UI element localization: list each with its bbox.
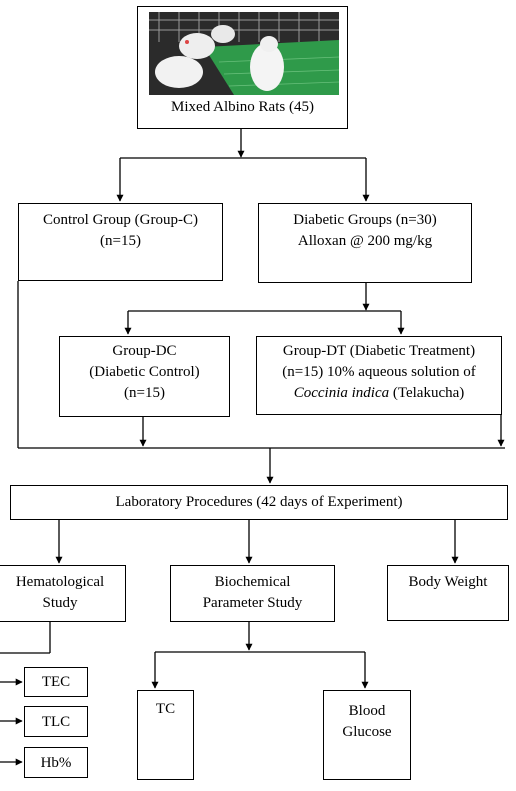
node-tc: TC [137, 690, 194, 780]
node-control-group: Control Group (Group-C) (n=15) [18, 203, 223, 281]
node-tlc: TLC [24, 706, 88, 737]
node-body-weight: Body Weight [387, 565, 509, 621]
node-hb: Hb% [24, 747, 88, 778]
species-name: Coccinia indica [294, 385, 389, 401]
node-hematological-study: Hematological Study [0, 565, 126, 622]
label-mixed-albino-rats: Mixed Albino Rats (45) [137, 97, 348, 118]
node-blood-glucose: Blood Glucose [323, 690, 411, 780]
node-group-dt: Group-DT (Diabetic Treatment) (n=15) 10%… [256, 336, 502, 415]
rats-photo [149, 12, 339, 95]
node-diabetic-groups: Diabetic Groups (n=30) Alloxan @ 200 mg/… [258, 203, 472, 283]
node-laboratory-procedures: Laboratory Procedures (42 days of Experi… [10, 485, 508, 520]
node-tec: TEC [24, 667, 88, 697]
node-biochemical-parameter-study: Biochemical Parameter Study [170, 565, 335, 622]
node-group-dc: Group-DC (Diabetic Control) (n=15) [59, 336, 230, 417]
